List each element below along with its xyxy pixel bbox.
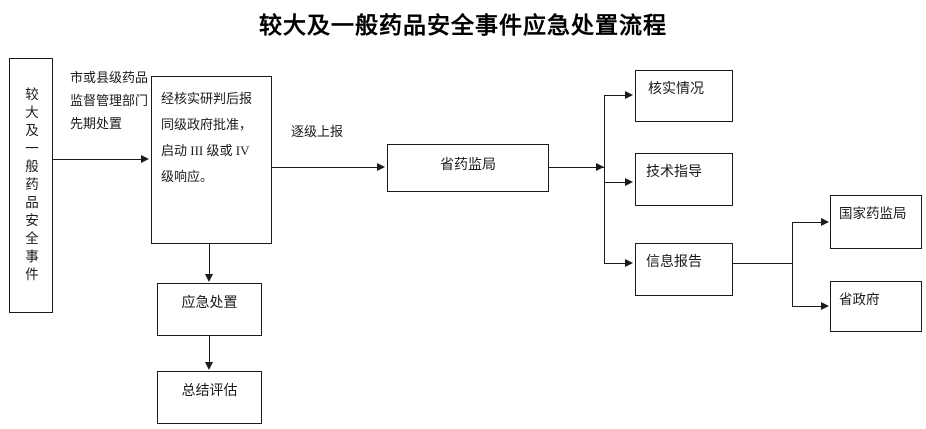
node-provincial-government-label: 省政府 xyxy=(839,292,880,307)
node-technical-guidance[interactable]: 技术指导 xyxy=(635,153,733,206)
node-summary-evaluation[interactable]: 总结评估 xyxy=(157,371,262,424)
node-emergency-response-label: 应急处置 xyxy=(181,296,238,311)
node-information-report[interactable]: 信息报告 xyxy=(635,243,733,296)
edge-line-bus-to-verify xyxy=(604,95,627,97)
node-verify-situation-label: 核实情况 xyxy=(648,82,704,97)
edge-line-report-to-bus2 xyxy=(733,263,793,265)
edge-line-source-to-main xyxy=(53,159,142,161)
arrowhead-bus-to-tech xyxy=(625,178,633,186)
node-main-action[interactable]: 经核实研判后报同级政府批准，启动 III 级或 IV 级响应。 xyxy=(151,76,272,244)
edge-line-bus2-to-nmpa xyxy=(792,222,822,224)
edge-bus2-vertical xyxy=(792,222,794,306)
node-emergency-response[interactable]: 应急处置 xyxy=(157,283,262,336)
edge-line-prov-bureau-to-bus xyxy=(549,167,605,169)
arrowhead-main-to-prov-bureau xyxy=(377,163,385,171)
edge-line-bus-to-tech xyxy=(604,182,627,184)
edge-line-main-to-prov-bureau xyxy=(272,167,378,169)
edge-label-preliminary-handling: 市或县级药品监督管理部门先期处置 xyxy=(70,70,149,131)
node-information-report-label: 信息报告 xyxy=(646,255,702,270)
node-technical-guidance-label: 技术指导 xyxy=(646,165,702,180)
page-title: 较大及一般药品安全事件应急处置流程 xyxy=(259,13,667,38)
arrowhead-bus-to-report xyxy=(625,259,633,267)
arrowhead-response-to-summary xyxy=(205,362,213,370)
arrowhead-main-to-response xyxy=(205,274,213,282)
edge-line-main-to-response xyxy=(209,244,211,275)
node-provincial-bureau-label: 省药监局 xyxy=(440,158,496,173)
arrowhead-source-to-main xyxy=(141,155,149,163)
node-main-action-label: 经核实研判后报同级政府批准，启动 III 级或 IV 级响应。 xyxy=(161,91,253,184)
node-provincial-government[interactable]: 省政府 xyxy=(830,281,922,332)
arrowhead-bus-to-verify xyxy=(625,91,633,99)
edge-line-bus-to-report xyxy=(604,263,627,265)
node-event-source-label: 较大及一般药品安全事件 xyxy=(23,87,38,285)
node-verify-situation[interactable]: 核实情况 xyxy=(635,70,733,122)
node-national-bureau-label: 国家药监局 xyxy=(839,206,907,221)
edge-line-response-to-summary xyxy=(209,336,211,363)
node-provincial-bureau[interactable]: 省药监局 xyxy=(387,144,549,192)
node-summary-evaluation-label: 总结评估 xyxy=(181,384,238,399)
arrowhead-bus2-to-nmpa xyxy=(821,218,829,226)
edge-bus-vertical-right xyxy=(604,95,606,264)
edge-line-bus2-to-prov-gov xyxy=(792,306,822,308)
arrowhead-prov-bureau-to-bus xyxy=(596,163,604,171)
node-national-bureau[interactable]: 国家药监局 xyxy=(830,195,922,249)
node-event-source[interactable]: 较大及一般药品安全事件 xyxy=(9,58,53,313)
edge-label-escalate-report: 逐级上报 xyxy=(291,124,344,139)
arrowhead-bus2-to-prov-gov xyxy=(821,302,829,310)
